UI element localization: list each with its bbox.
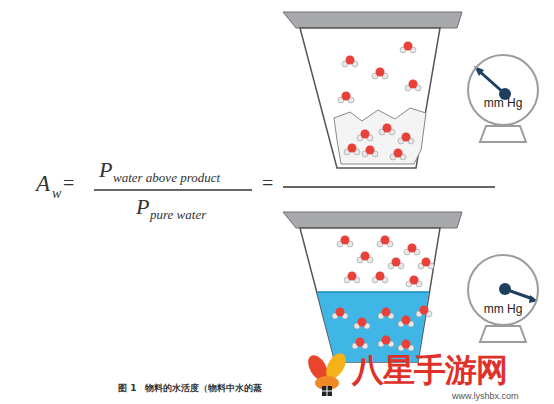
needle-tip xyxy=(529,295,538,303)
gauge-unit: mm Hg xyxy=(469,302,537,316)
water-molecule xyxy=(354,318,370,330)
container xyxy=(300,228,440,362)
water-molecule xyxy=(390,149,406,161)
watermark-url: www.lyshbx.com xyxy=(452,391,519,401)
variable: P xyxy=(99,157,112,183)
pressure-gauge: mm Hg xyxy=(467,54,539,126)
water-surface xyxy=(317,291,429,293)
gauge-stand xyxy=(480,126,526,142)
water-molecule xyxy=(416,306,432,318)
fraction-bar xyxy=(94,189,252,191)
watermark: 八星手游网 xyxy=(352,349,507,393)
water-molecule xyxy=(332,308,348,320)
water-molecule xyxy=(372,68,388,80)
figure-caption: 图 1 物料的水活度（物料中水的蒸 xyxy=(118,382,262,395)
watermark-logo xyxy=(304,350,350,396)
water-molecule xyxy=(405,80,421,92)
gauge-stand xyxy=(480,326,526,342)
water-molecule xyxy=(378,336,394,348)
gauge-hub xyxy=(499,283,511,295)
fraction-bar xyxy=(283,186,495,188)
lid xyxy=(283,12,462,28)
subscript: water above product xyxy=(113,170,220,186)
subscript: pure water xyxy=(150,207,206,223)
water-molecule xyxy=(398,340,414,352)
water-molecule xyxy=(372,272,388,284)
food-sample xyxy=(334,108,426,164)
water-molecule xyxy=(344,272,360,284)
container xyxy=(300,28,440,168)
water-molecule xyxy=(418,258,434,270)
water-molecules xyxy=(332,42,434,352)
variable: A xyxy=(36,171,50,197)
equals-sign: = xyxy=(262,172,273,195)
water-molecule xyxy=(357,252,373,264)
water-molecule xyxy=(357,130,373,142)
gauge-face xyxy=(467,254,539,326)
water-molecule xyxy=(344,144,360,156)
water-molecule xyxy=(404,244,420,256)
water-molecule xyxy=(337,236,353,248)
water-molecule xyxy=(352,338,368,350)
water-molecule xyxy=(378,308,394,320)
pressure-gauge: mm Hg xyxy=(467,254,539,326)
water-molecule xyxy=(377,236,393,248)
water-molecule xyxy=(388,258,404,270)
water-molecule xyxy=(342,56,358,68)
water-molecule xyxy=(398,133,414,145)
water-molecule xyxy=(398,316,414,328)
gauge-face xyxy=(467,54,539,126)
water-molecule xyxy=(379,124,395,136)
needle-tip xyxy=(474,66,484,76)
variable: P xyxy=(136,194,149,220)
subscript: w xyxy=(52,186,61,202)
water-molecule xyxy=(338,92,354,104)
gauge-unit: mm Hg xyxy=(469,96,537,110)
lid xyxy=(283,212,462,228)
equals-sign: = xyxy=(63,172,74,195)
water-molecule xyxy=(362,146,378,158)
water-molecule xyxy=(400,42,416,54)
water-molecule xyxy=(406,276,422,288)
